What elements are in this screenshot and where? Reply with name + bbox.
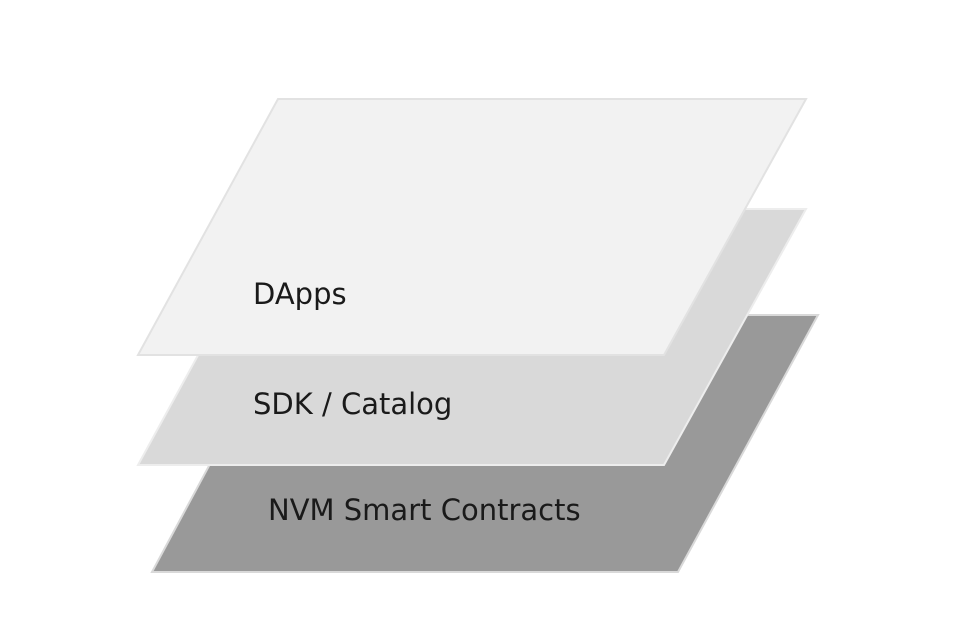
layer-dapps-label: DApps: [253, 277, 347, 311]
layer-dapps: DApps: [136, 98, 808, 356]
layer-nvm-smart-contracts-label: NVM Smart Contracts: [268, 493, 581, 527]
layer-sdk-catalog-label: SDK / Catalog: [253, 387, 452, 421]
layer-dapps-plane: [136, 98, 808, 356]
